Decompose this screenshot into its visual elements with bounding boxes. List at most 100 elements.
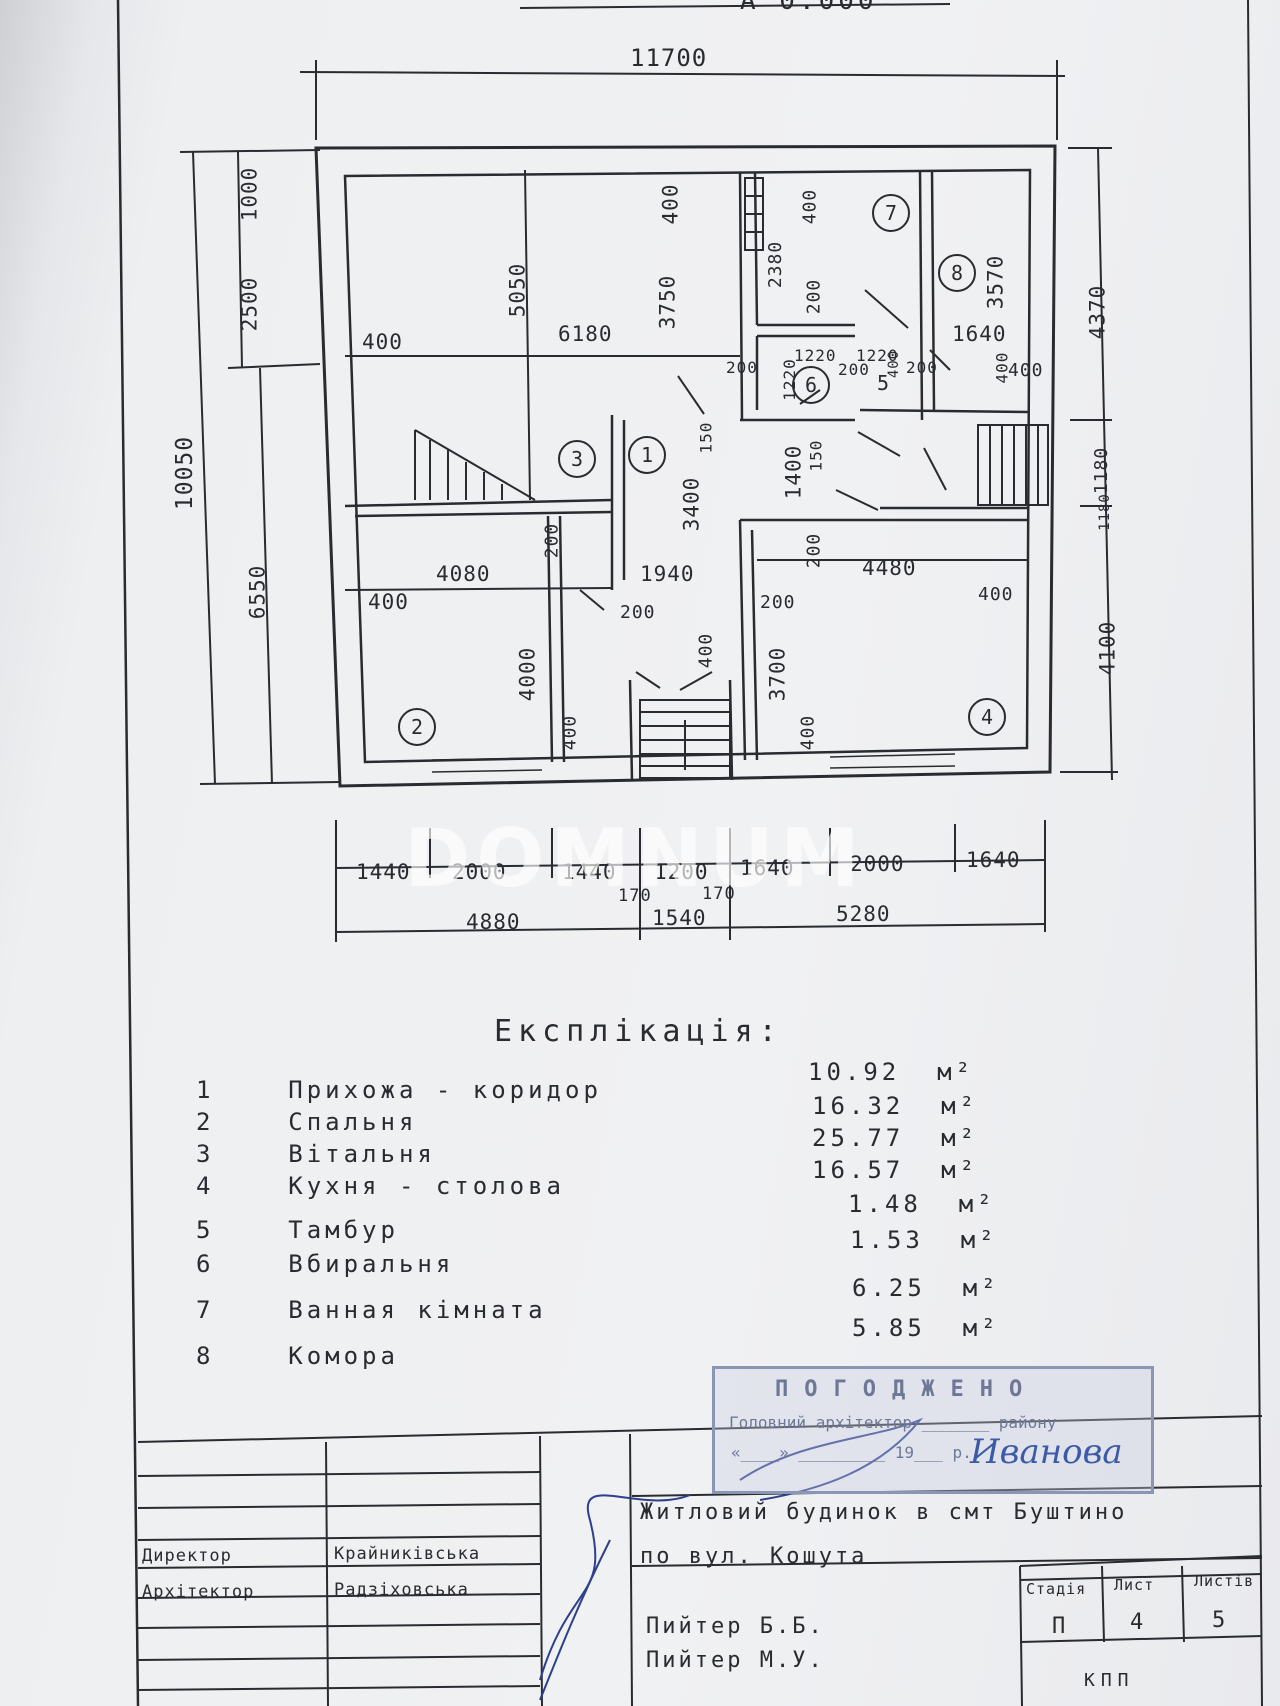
dim-5050: 5050 [505,262,530,318]
legend-number: 5 [196,1216,215,1244]
dim-200-h: 200 [760,592,796,613]
title-role-director: Директор [142,1546,232,1566]
legend-unit: м² [962,1274,1000,1302]
dim-left-1: 1000 [237,166,262,222]
dim-4480: 4480 [862,556,917,580]
dim-right-2: 1180 [1091,446,1113,495]
dim-bottom-4: 1200 [654,860,709,884]
dim-1180: 1180 [1096,493,1113,531]
col-header-sheets: Листів [1194,1572,1255,1590]
dim-bottom-5: 1640 [740,856,795,880]
col-header-stage: Стадія [1026,1580,1087,1598]
legend-area-3: 25.77 м² [812,1124,978,1152]
legend-name: Тамбур [288,1216,399,1244]
stamp-signature-name: Иванова [970,1432,1123,1472]
dim-3750: 3750 [655,274,680,330]
dim-bottom-7: 1640 [966,848,1021,872]
owner-2: Пийтер М.У. [646,1648,825,1673]
dim-200-a: 200 [803,278,825,315]
legend-name: Вбиральня [288,1250,455,1278]
dim-200-d: 200 [906,358,938,377]
legend-area-value: 16.32 [812,1092,905,1120]
legend-area-value: 5.85 [852,1314,926,1342]
legend-item-2: 2 Спальня [196,1108,417,1136]
dim-1640: 1640 [952,322,1007,346]
dim-overall-height: 10050 [172,435,199,511]
stamp-date-line: «____» _________ 19___ р. [731,1443,972,1462]
dim-150-a: 150 [696,421,716,454]
stamp-subtitle: Головний архітектор _______ району [729,1413,1057,1432]
room-number-5: 5 [876,371,890,395]
dim-3400: 3400 [679,476,704,532]
legend-area-value: 1.48 [848,1190,922,1218]
legend-name: Вітальня [288,1140,436,1168]
dim-200-b: 200 [726,358,758,377]
dim-200-g: 200 [620,602,656,623]
legend-unit: м² [941,1124,979,1152]
legend-title: Експлікація: [494,1014,783,1049]
legend-unit: м² [941,1156,979,1184]
col-value-sheets: 5 [1212,1608,1229,1633]
dim-1220-c: 1220 [856,346,899,365]
dim-3700: 3700 [765,646,790,702]
room-number-7: 7 [872,194,910,232]
room-number-4: 4 [968,698,1006,736]
dim-3570: 3570 [983,254,1008,310]
room-number-1: 1 [628,436,666,474]
dim-400-a: 400 [362,330,403,354]
legend-item-4: 4 Кухня - столова [196,1172,565,1200]
watermark: DOMNUM [404,812,866,905]
title-name-director: Крайниківська [334,1544,481,1564]
legend-name: Кухня - столова [288,1172,565,1200]
legend-area-4: 16.57 м² [812,1156,978,1184]
dim-right-1: 4370 [1085,284,1110,340]
title-name-architect: Радзіховська [334,1580,469,1600]
legend-unit: м² [962,1314,1000,1342]
room-number-3: 3 [558,440,596,478]
dim-bottom-total-2: 1540 [652,906,707,930]
legend-name: Спальня [288,1108,418,1136]
dim-4000: 4000 [515,646,540,702]
signature-strokes [539,1417,924,1701]
legend-number: 2 [196,1108,215,1136]
legend-item-7: 7 Ванная кімната [196,1296,547,1324]
dim-200-c: 200 [838,360,870,379]
dim-bottom-small-2: 170 [702,884,736,904]
dim-4080: 4080 [436,562,491,586]
dim-2380: 2380 [765,240,787,289]
legend-area-value: 1.53 [850,1226,924,1254]
dim-6180: 6180 [558,322,613,346]
dim-400-h: 400 [978,584,1014,605]
dim-400-g: 400 [695,632,717,669]
dim-400-c: 400 [799,188,821,225]
legend-unit: м² [941,1092,979,1120]
legend-item-8: 8 Комора [196,1342,399,1370]
legend-number: 1 [196,1076,215,1104]
title-role-architect: Архітектор [142,1582,255,1602]
project-title-line-2: по вул. Кошута [640,1544,868,1569]
dim-bottom-total-1: 4880 [466,910,521,934]
room-number-2: 2 [398,708,436,746]
legend-area-2: 16.32 м² [812,1092,978,1120]
legend-unit: м² [960,1226,998,1254]
approval-stamp: ПОГОДЖЕНО Головний архітектор _______ ра… [712,1366,1154,1494]
dim-left-3: 6550 [245,564,270,620]
dim-bottom-6: 2000 [850,852,905,876]
header-fragment: A 0.000 [740,0,878,16]
dim-bottom-total-3: 5280 [836,902,891,926]
dim-1400: 1400 [781,444,806,500]
dim-150-b: 150 [806,439,826,472]
dim-1940: 1940 [640,562,695,586]
legend-number: 7 [196,1296,215,1324]
dim-1220-b: 1220 [794,346,837,365]
org-fragment: КПП [1084,1670,1135,1691]
legend-number: 3 [196,1140,215,1168]
dim-bottom-2: 2000 [452,860,507,884]
dim-left-2: 2500 [237,276,262,332]
legend-item-6: 6 Вбиральня [196,1250,454,1278]
project-title-line-1: Житловий будинок в смт Буштино [640,1500,1128,1525]
dim-right-3: 4100 [1095,620,1120,676]
legend-item-1: 1 Прихожа - коридор [196,1076,602,1104]
legend-area-5: 1.48 м² [848,1190,996,1218]
legend-unit: м² [937,1058,975,1086]
